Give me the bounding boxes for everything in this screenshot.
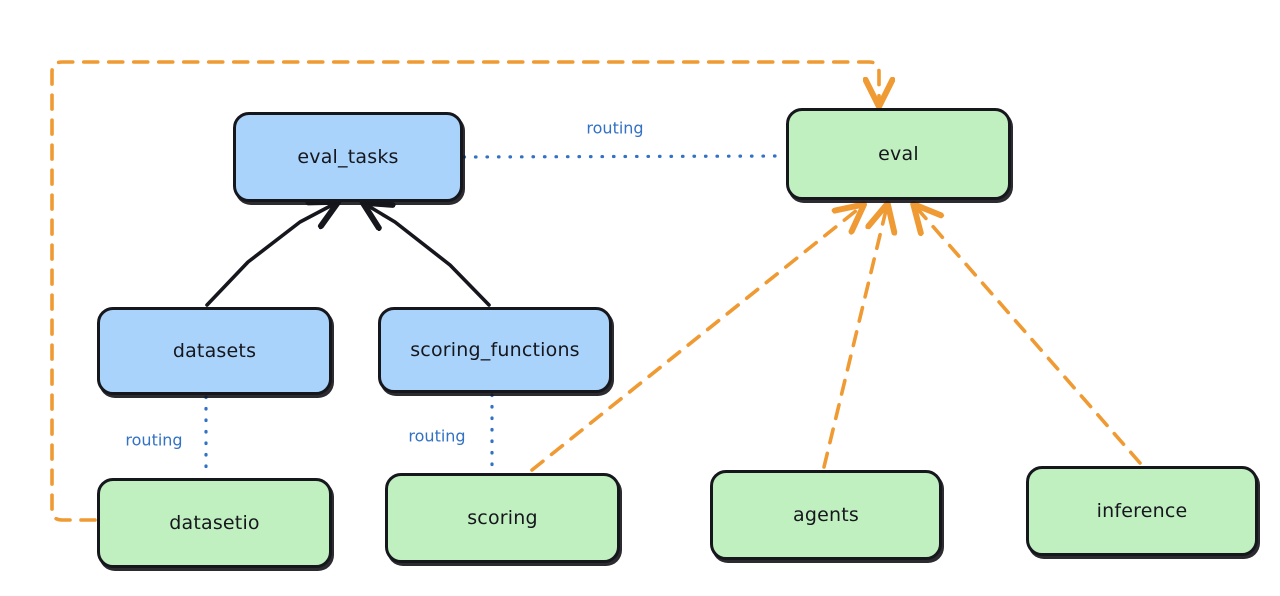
- node-label-agents: agents: [793, 504, 859, 526]
- edge-eval_tasks-eval: [462, 154, 786, 159]
- edge-datasetio-eval: [50, 60, 879, 522]
- edge-label-routing-eval-tasks-eval: routing: [586, 118, 644, 138]
- node-label-datasets: datasets: [172, 340, 257, 362]
- edge-scoring-eval: [530, 206, 862, 472]
- node-scoring[interactable]: scoring: [385, 473, 620, 563]
- node-label-inference: inference: [1096, 500, 1188, 522]
- node-label-eval-tasks: eval_tasks: [297, 146, 399, 168]
- node-label-eval: eval: [878, 143, 919, 165]
- node-datasets[interactable]: datasets: [97, 307, 332, 395]
- node-datasetio[interactable]: datasetio: [97, 478, 332, 568]
- edge-datasets-eval_tasks: [205, 203, 336, 307]
- node-scoring-functions[interactable]: scoring_functions: [378, 307, 612, 393]
- node-agents[interactable]: agents: [710, 470, 942, 560]
- node-label-datasetio: datasetio: [169, 512, 260, 534]
- node-inference[interactable]: inference: [1026, 466, 1258, 556]
- node-label-scoring-functions: scoring_functions: [410, 339, 580, 361]
- edge-label-routing-scoring-functions-scoring: routing: [408, 426, 466, 446]
- node-eval-tasks[interactable]: eval_tasks: [233, 112, 463, 202]
- edge-inference-eval: [915, 206, 1142, 465]
- edge-scoring_functions-eval_tasks: [365, 204, 491, 307]
- edge-agents-eval: [822, 206, 887, 469]
- edge-label-routing-datasets-datasetio: routing: [125, 430, 183, 450]
- node-eval[interactable]: eval: [786, 108, 1011, 200]
- node-label-scoring: scoring: [467, 507, 538, 529]
